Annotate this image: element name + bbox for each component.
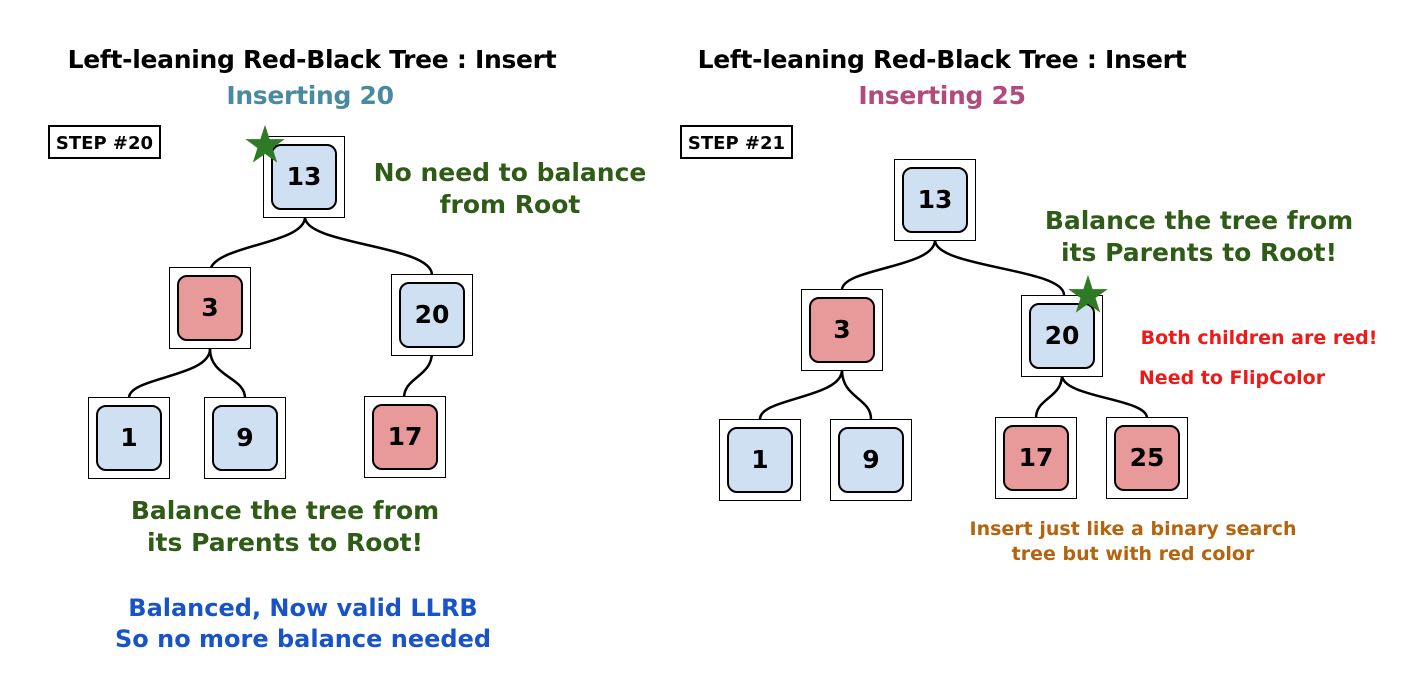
- note-line: So no more balance needed: [114, 625, 492, 653]
- note-line: its Parents to Root!: [146, 528, 424, 557]
- left-tree-edges: [127, 216, 434, 399]
- tree-node-20: 20: [391, 274, 473, 356]
- tree-node-20: 20: [1021, 295, 1103, 377]
- node-value: 17: [372, 404, 438, 470]
- node-value: 13: [902, 167, 968, 233]
- node-value: 20: [1029, 303, 1095, 369]
- note-line: Balance the tree from: [1044, 206, 1354, 235]
- note-line: Balanced, Now valid LLRB: [128, 594, 478, 622]
- right-note-both-red: Both children are red!: [1140, 327, 1378, 349]
- node-value: 1: [727, 427, 793, 493]
- tree-node-9: 9: [204, 397, 286, 479]
- node-value: 9: [838, 427, 904, 493]
- right-step-label: STEP #21: [680, 125, 793, 159]
- note-line: tree but with red color: [1011, 543, 1255, 565]
- node-value: 13: [271, 144, 337, 210]
- node-value: 25: [1114, 425, 1180, 491]
- star-icon: [245, 124, 285, 163]
- left-subtitle: Inserting 20: [226, 81, 394, 110]
- tree-node-3: 3: [169, 267, 251, 349]
- node-value: 1: [96, 405, 162, 471]
- node-value: 20: [399, 282, 465, 348]
- star-icon: [1068, 274, 1108, 313]
- edge-3-1: [127, 348, 212, 399]
- tree-node-13: 13: [263, 136, 345, 218]
- edge-20-25: [1060, 374, 1149, 419]
- edge-13-3: [840, 239, 937, 291]
- left-panel: Left-leaning Red-Black Tree : Insert Ins…: [0, 0, 705, 686]
- edge-20-17: [402, 351, 434, 399]
- tree-node-1: 1: [88, 397, 170, 479]
- tree-node-9: 9: [830, 419, 912, 501]
- node-value: 9: [212, 405, 278, 471]
- node-value: 3: [177, 275, 243, 341]
- tree-node-17: 17: [364, 396, 446, 478]
- left-note-no-balance: No need to balance from Root: [374, 157, 647, 221]
- note-line: from Root: [439, 190, 581, 219]
- note-line: No need to balance: [373, 158, 647, 187]
- right-subtitle: Inserting 25: [858, 81, 1026, 110]
- edge-3-9: [208, 348, 247, 399]
- left-note-balanced: Balanced, Now valid LLRB So no more bala…: [115, 593, 491, 655]
- edge-13-3: [208, 216, 307, 273]
- tree-node-25: 25: [1106, 417, 1188, 499]
- tree-node-17: 17: [995, 417, 1077, 499]
- right-note-insert: Insert just like a binary search tree bu…: [970, 517, 1297, 567]
- left-step-label: STEP #20: [48, 125, 161, 159]
- note-line: Insert just like a binary search: [969, 518, 1297, 540]
- node-value: 17: [1003, 425, 1069, 491]
- edge-13-20: [933, 239, 1066, 296]
- left-title: Left-leaning Red-Black Tree : Insert: [67, 45, 557, 74]
- right-title: Left-leaning Red-Black Tree : Insert: [697, 45, 1187, 74]
- note-line: its Parents to Root!: [1060, 238, 1338, 267]
- edge-3-9: [840, 369, 873, 420]
- tree-node-13: 13: [894, 159, 976, 241]
- edge-13-20: [303, 216, 434, 276]
- left-note-balance-parents: Balance the tree from its Parents to Roo…: [131, 495, 439, 559]
- node-value: 3: [809, 297, 875, 363]
- right-note-flip-color: Need to FlipColor: [1138, 367, 1326, 389]
- right-note-balance-parents: Balance the tree from its Parents to Roo…: [1045, 205, 1353, 269]
- tree-node-1: 1: [719, 419, 801, 501]
- edge-20-17: [1034, 374, 1064, 419]
- note-line: Balance the tree from: [130, 496, 440, 525]
- edge-3-1: [758, 369, 844, 420]
- tree-node-3: 3: [801, 289, 883, 371]
